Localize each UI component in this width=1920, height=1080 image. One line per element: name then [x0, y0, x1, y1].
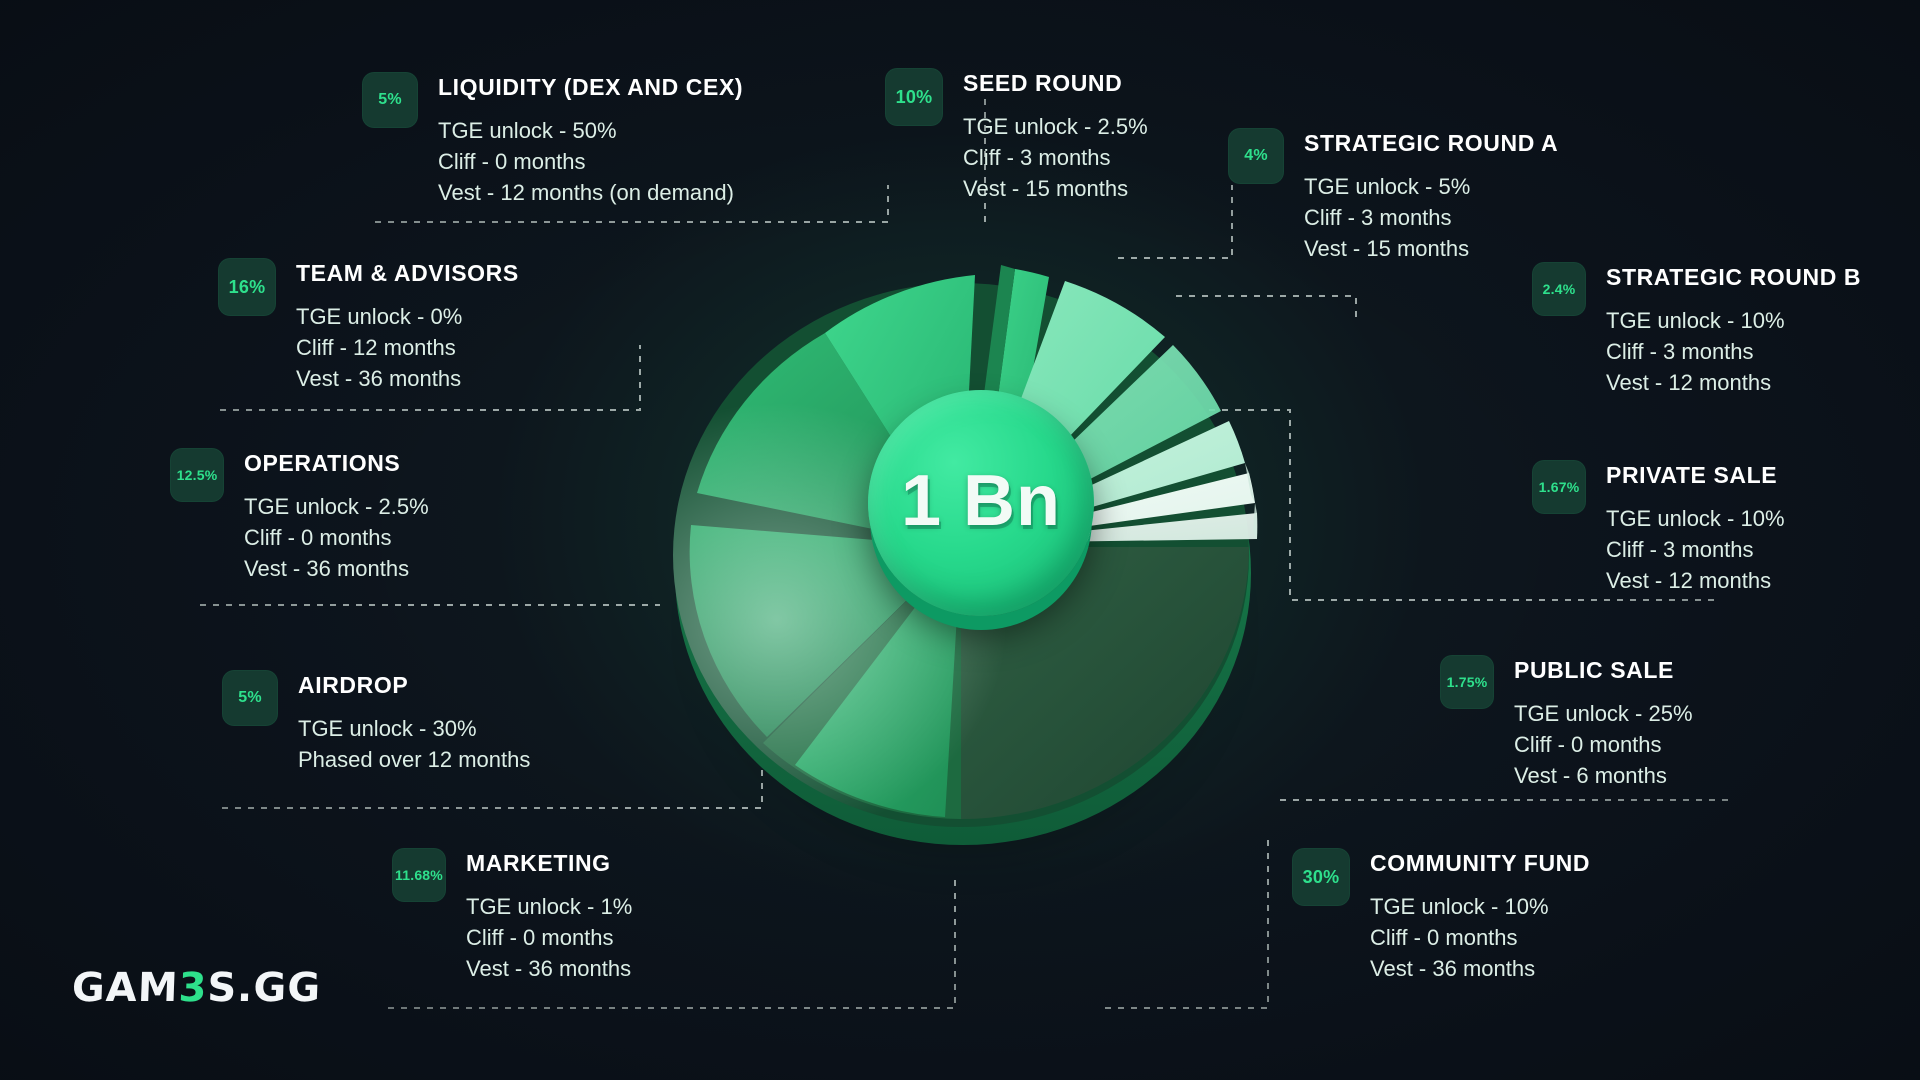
- allocation-percent-badge: 4%: [1228, 128, 1284, 184]
- allocation-title: COMMUNITY FUND: [1370, 850, 1591, 876]
- allocation-line: TGE unlock - 10%: [1606, 506, 1785, 531]
- allocation-title: STRATEGIC ROUND A: [1304, 130, 1559, 156]
- allocation-seed-round[interactable]: 10% SEED ROUND TGE unlock - 2.5% Cliff -…: [885, 68, 1148, 205]
- allocation-percent-badge: 11.68%: [392, 848, 446, 902]
- allocation-line: Vest - 15 months: [963, 176, 1129, 202]
- allocation-line: Cliff - 0 months: [244, 525, 392, 551]
- allocation-public-sale[interactable]: 1.75% PUBLIC SALE TGE unlock - 25% Cliff…: [1440, 655, 1693, 792]
- allocation-details: TGE unlock - 10% Cliff - 3 months Vest -…: [1606, 305, 1861, 399]
- allocation-title: PRIVATE SALE: [1606, 462, 1778, 488]
- allocation-operations[interactable]: 12.5% OPERATIONS TGE unlock - 2.5% Cliff…: [170, 448, 429, 585]
- logo-text-right: S.GG: [206, 965, 322, 1011]
- allocation-title: MARKETING: [466, 850, 611, 876]
- allocation-line: TGE unlock - 25%: [1514, 701, 1693, 726]
- allocation-line: Vest - 6 months: [1514, 763, 1667, 789]
- allocation-team-advisors[interactable]: 16% TEAM & ADVISORS TGE unlock - 0% Clif…: [218, 258, 519, 395]
- allocation-details: TGE unlock - 1% Cliff - 0 months Vest - …: [466, 891, 632, 985]
- allocation-line: Cliff - 3 months: [1606, 537, 1754, 563]
- allocation-line: Vest - 36 months: [296, 366, 462, 392]
- allocation-line: Vest - 12 months (on demand): [438, 180, 734, 206]
- allocation-percent-badge: 1.67%: [1532, 460, 1586, 514]
- allocation-title: TEAM & ADVISORS: [296, 260, 519, 286]
- logo-accent-three: 3: [177, 965, 209, 1011]
- tokenomics-pie-chart: 1 Bn: [645, 225, 1275, 865]
- allocation-details: TGE unlock - 25% Cliff - 0 months Vest -…: [1514, 698, 1693, 792]
- allocation-line: Phased over 12 months: [298, 747, 531, 773]
- allocation-line: TGE unlock - 30%: [298, 716, 477, 741]
- allocation-line: Cliff - 0 months: [1514, 732, 1662, 758]
- allocation-line: Cliff - 12 months: [296, 335, 456, 361]
- allocation-details: TGE unlock - 10% Cliff - 0 months Vest -…: [1370, 891, 1590, 985]
- allocation-title: PUBLIC SALE: [1514, 657, 1674, 683]
- allocation-line: TGE unlock - 10%: [1370, 894, 1549, 919]
- allocation-percent-badge: 16%: [218, 258, 276, 316]
- allocation-strategic-round-b[interactable]: 2.4% STRATEGIC ROUND B TGE unlock - 10% …: [1532, 262, 1861, 399]
- allocation-details: TGE unlock - 10% Cliff - 3 months Vest -…: [1606, 503, 1785, 597]
- allocation-percent-badge: 30%: [1292, 848, 1350, 906]
- allocation-line: TGE unlock - 2.5%: [963, 114, 1148, 139]
- allocation-line: Cliff - 0 months: [438, 149, 586, 175]
- allocation-details: TGE unlock - 30% Phased over 12 months: [298, 713, 530, 775]
- allocation-line: Vest - 15 months: [1304, 236, 1470, 262]
- allocation-details: TGE unlock - 2.5% Cliff - 0 months Vest …: [244, 491, 429, 585]
- supply-coin: 1 Bn: [868, 390, 1094, 616]
- allocation-line: TGE unlock - 0%: [296, 304, 463, 329]
- allocation-line: TGE unlock - 1%: [466, 894, 633, 919]
- allocation-airdrop[interactable]: 5% AIRDROP TGE unlock - 30% Phased over …: [222, 670, 530, 775]
- allocation-line: Cliff - 0 months: [466, 925, 614, 951]
- allocation-title: SEED ROUND: [963, 70, 1123, 96]
- allocation-details: TGE unlock - 0% Cliff - 12 months Vest -…: [296, 301, 519, 395]
- allocation-line: Cliff - 3 months: [963, 145, 1111, 171]
- allocation-title: STRATEGIC ROUND B: [1606, 264, 1862, 290]
- allocation-line: Vest - 36 months: [466, 956, 632, 982]
- allocation-title: AIRDROP: [298, 672, 409, 698]
- allocation-line: TGE unlock - 2.5%: [244, 494, 429, 519]
- logo-text-left: GAM: [71, 965, 180, 1011]
- allocation-line: TGE unlock - 50%: [438, 118, 617, 143]
- allocation-liquidity[interactable]: 5% LIQUIDITY (DEX AND CEX) TGE unlock - …: [362, 72, 743, 209]
- supply-label: 1 Bn: [900, 461, 1062, 541]
- allocation-percent-badge: 5%: [362, 72, 418, 128]
- allocation-private-sale[interactable]: 1.67% PRIVATE SALE TGE unlock - 10% Clif…: [1532, 460, 1785, 597]
- allocation-line: Vest - 36 months: [1370, 956, 1536, 982]
- allocation-percent-badge: 10%: [885, 68, 943, 126]
- allocation-line: TGE unlock - 5%: [1304, 174, 1471, 199]
- allocation-percent-badge: 12.5%: [170, 448, 224, 502]
- allocation-line: Vest - 12 months: [1606, 568, 1772, 594]
- allocation-line: Cliff - 0 months: [1370, 925, 1518, 951]
- allocation-line: Vest - 12 months: [1606, 370, 1772, 396]
- brand-logo[interactable]: GAM3S.GG: [71, 965, 322, 1011]
- allocation-details: TGE unlock - 2.5% Cliff - 3 months Vest …: [963, 111, 1148, 205]
- allocation-title: OPERATIONS: [244, 450, 401, 476]
- allocation-title: LIQUIDITY (DEX AND CEX): [438, 74, 744, 100]
- allocation-line: Cliff - 3 months: [1304, 205, 1452, 231]
- allocation-line: Vest - 36 months: [244, 556, 410, 582]
- allocation-line: TGE unlock - 10%: [1606, 308, 1785, 333]
- allocation-line: Cliff - 3 months: [1606, 339, 1754, 365]
- allocation-strategic-round-a[interactable]: 4% STRATEGIC ROUND A TGE unlock - 5% Cli…: [1228, 128, 1558, 265]
- allocation-details: TGE unlock - 5% Cliff - 3 months Vest - …: [1304, 171, 1558, 265]
- allocation-marketing[interactable]: 11.68% MARKETING TGE unlock - 1% Cliff -…: [392, 848, 632, 985]
- allocation-percent-badge: 1.75%: [1440, 655, 1494, 709]
- allocation-community-fund[interactable]: 30% COMMUNITY FUND TGE unlock - 10% Clif…: [1292, 848, 1590, 985]
- allocation-percent-badge: 2.4%: [1532, 262, 1586, 316]
- allocation-percent-badge: 5%: [222, 670, 278, 726]
- allocation-details: TGE unlock - 50% Cliff - 0 months Vest -…: [438, 115, 743, 209]
